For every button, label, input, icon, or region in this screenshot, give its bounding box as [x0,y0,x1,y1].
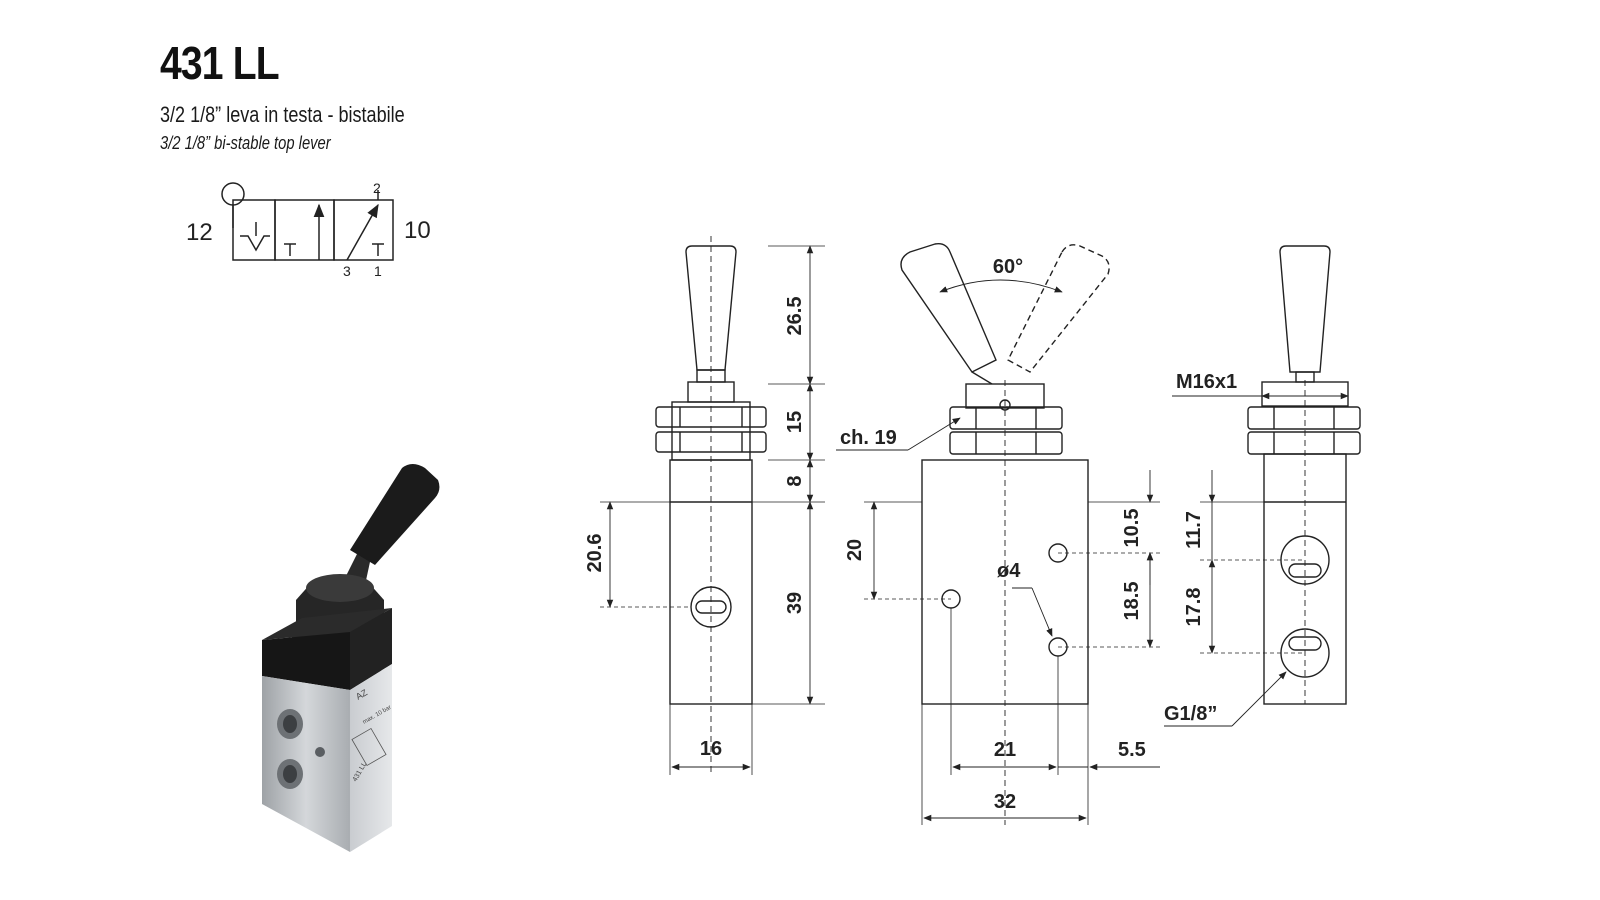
dim-lever-height: 26.5 [784,297,806,336]
dim-hole-top: 10.5 [1121,509,1143,548]
dim-lever-angle: 60° [993,256,1023,278]
side-nut-lower [949,431,1063,455]
dim-hole-pitch: 21 [994,739,1016,761]
dim-port-offset: 20.6 [584,534,606,573]
rear-view [1164,245,1361,727]
side-nut-upper [949,406,1063,430]
front-view [600,236,825,775]
port-label-12: 12 [186,219,213,246]
front-lever [685,245,737,371]
dim-front-width: 16 [700,738,722,760]
port-label-10: 10 [404,217,431,244]
dim-hole-offset-left: 20 [844,539,866,561]
side-view [836,242,1160,825]
rear-nut-upper [1247,406,1361,430]
dim-edge-offset: 5.5 [1118,739,1146,761]
product-photo: AZ max. 10 bar 431 LL [262,464,440,852]
dim-nut-height: 15 [784,411,806,433]
dim-hole-spacing: 18.5 [1121,582,1143,621]
dim-thread: M16x1 [1176,371,1237,393]
rear-lever [1279,245,1331,373]
subtitle-italian: 3/2 1/8” leva in testa - bistabile [160,102,405,127]
dim-wrench-size: ch. 19 [840,427,897,449]
actuator-box [232,199,276,261]
dim-rear-port-spacing: 17.8 [1183,588,1205,627]
side-lever-left [900,242,997,373]
rear-nut-lower [1247,431,1361,455]
dim-side-width: 32 [994,791,1016,813]
valve-position-left [274,199,335,261]
port-label-2: 2 [373,180,381,196]
port-label-3: 3 [343,263,351,279]
subtitle-english: 3/2 1/8” bi-stable top lever [160,133,331,153]
dim-rear-port-top: 11.7 [1183,511,1205,549]
port-label-1: 1 [374,263,382,279]
side-lever-right-phantom [1007,244,1110,373]
dim-hole-diameter: ø4 [997,560,1021,582]
product-code-title: 431 LL [160,37,280,89]
valve-symbol [221,182,394,261]
dim-neck-height: 8 [784,475,806,486]
valve-position-right [333,199,394,261]
dim-body-height: 39 [784,592,806,614]
dim-port-thread: G1/8” [1164,703,1217,725]
